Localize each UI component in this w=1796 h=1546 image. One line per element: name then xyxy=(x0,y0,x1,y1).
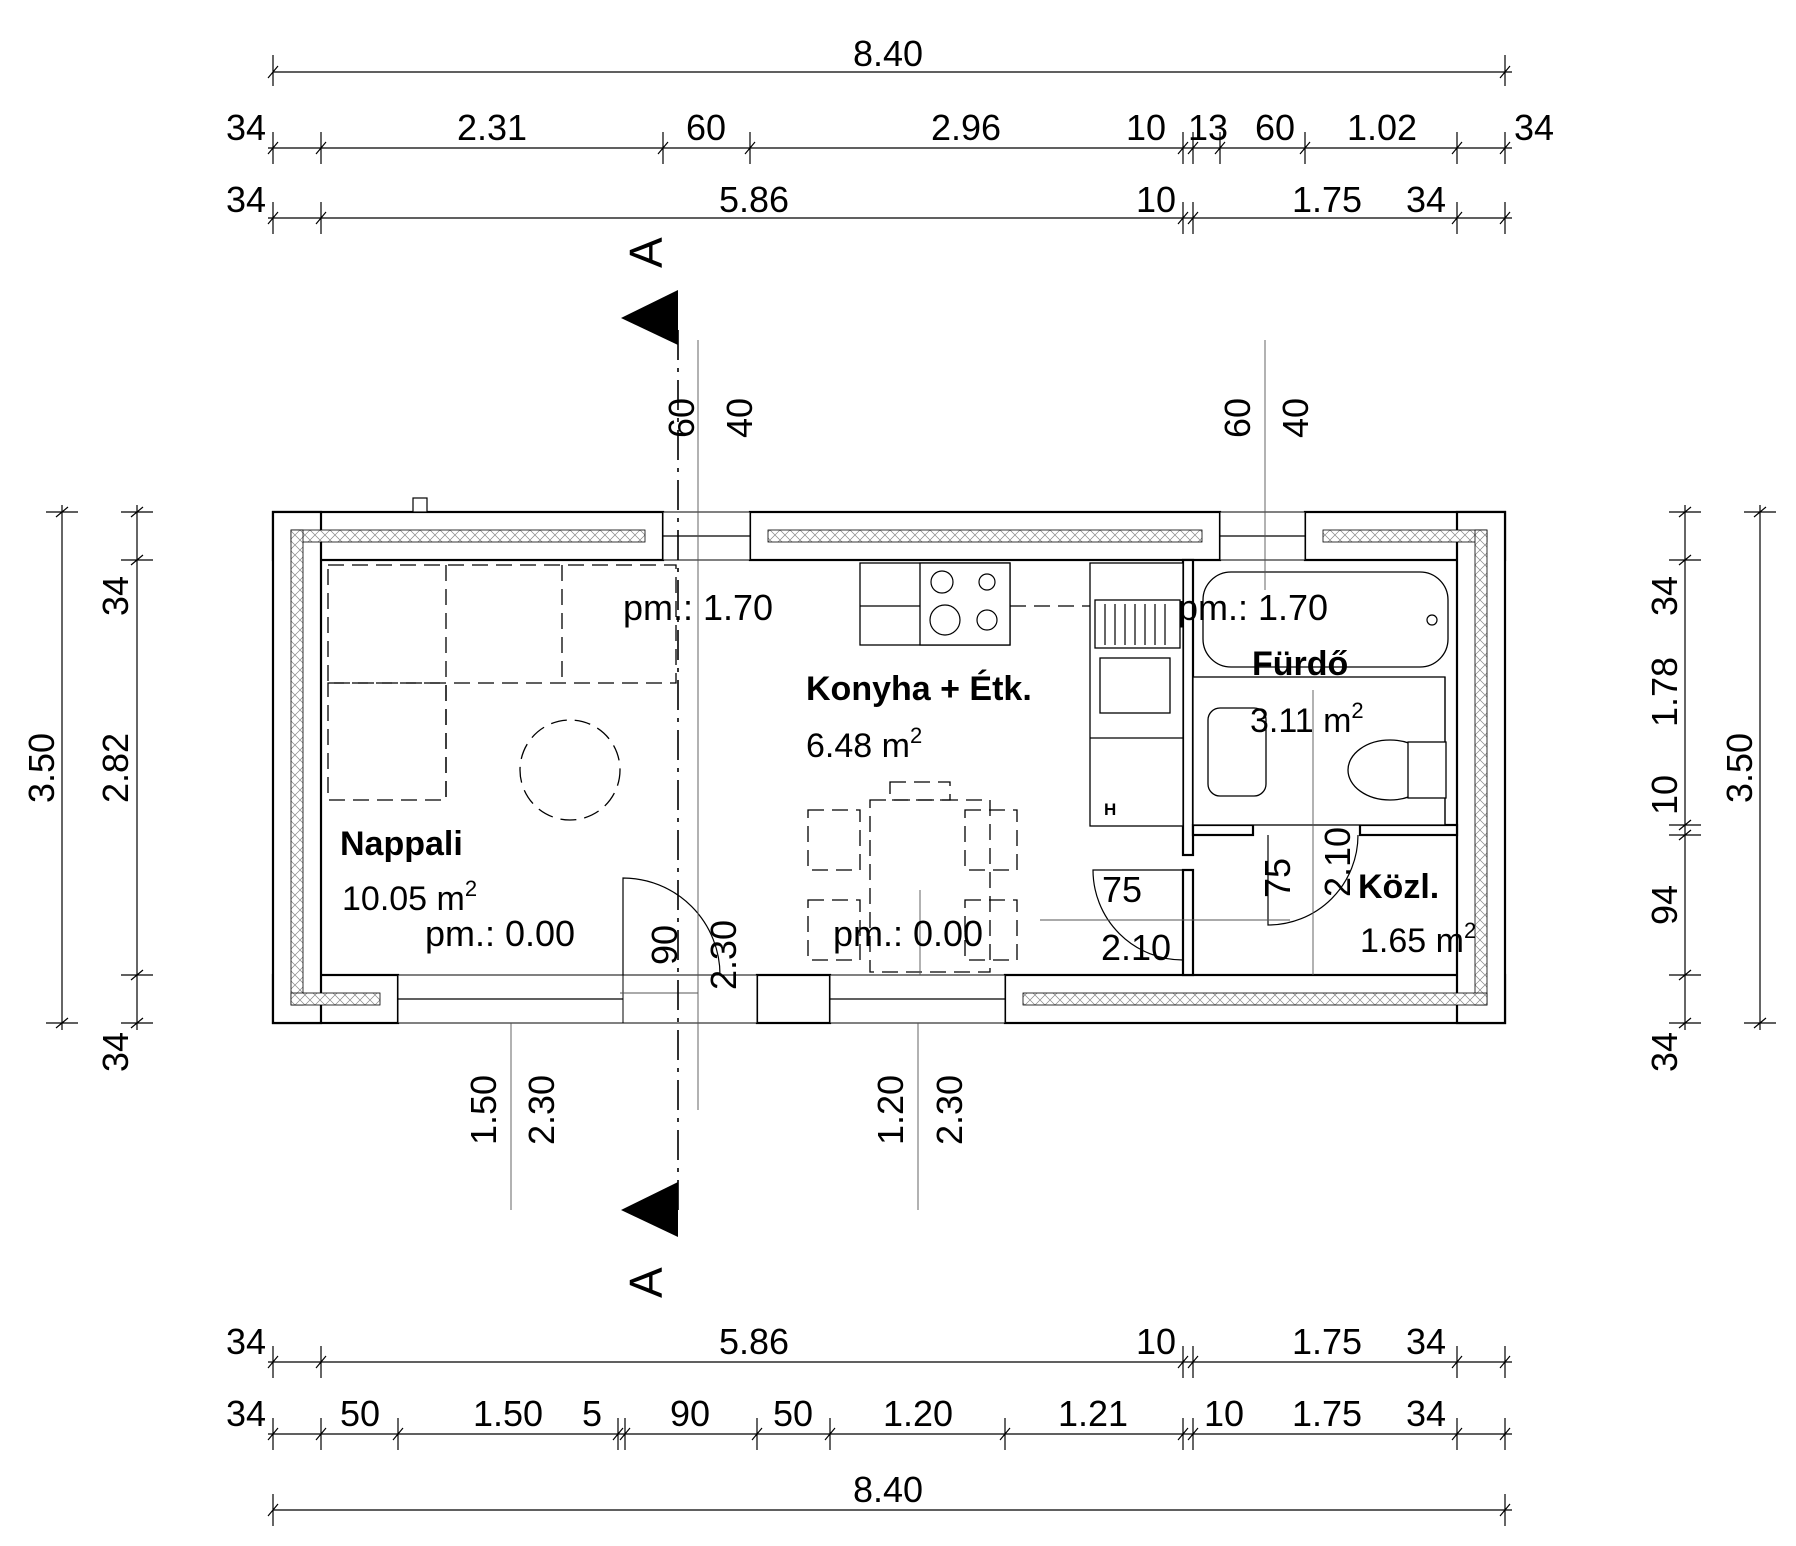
section-line-a: A A xyxy=(620,237,679,1298)
dim-bot-r1-3: 1.75 xyxy=(1292,1321,1362,1362)
dim-bot-r1-2: 10 xyxy=(1136,1321,1176,1362)
dim-right-inner-3: 94 xyxy=(1644,885,1685,925)
entry-door-height: 2.30 xyxy=(703,920,744,990)
dim-top-r1-3: 2.96 xyxy=(931,107,1001,148)
dim-top-r1-6: 60 xyxy=(1255,107,1295,148)
dim-top-r1-4: 10 xyxy=(1126,107,1166,148)
dim-left-inner-1: 2.82 xyxy=(95,733,136,803)
section-marker-top: A xyxy=(620,237,672,268)
room-kozl: Közl. 1.65 m2 xyxy=(1358,868,1476,960)
dim-left-inner-0: 34 xyxy=(95,576,136,616)
section-marker-bottom: A xyxy=(620,1267,672,1298)
room-area-kozl: 1.65 m2 xyxy=(1360,918,1476,960)
dim-top-r1-1: 2.31 xyxy=(457,107,527,148)
dim-right-inner-1: 1.78 xyxy=(1644,657,1685,727)
dim-right-inner-2: 10 xyxy=(1644,775,1685,815)
room-area-furdo: 3.11 m2 xyxy=(1250,698,1364,740)
room-name-konyha: Konyha + Étk. xyxy=(806,670,1032,708)
dimension-text-bottom: 34 5.86 10 1.75 34 34 50 1.50 5 90 50 1.… xyxy=(226,1321,1446,1510)
window-top-left-width: 60 xyxy=(661,398,702,438)
room-konyha: Konyha + Étk. 6.48 m2 pm.: 0.00 pm.: 1.7… xyxy=(623,587,1032,954)
dim-top-r2-4: 34 xyxy=(1406,179,1446,220)
dim-top-r2-2: 10 xyxy=(1136,179,1176,220)
dim-top-r2-0: 34 xyxy=(226,179,266,220)
dim-bot-r2-6: 1.20 xyxy=(883,1393,953,1434)
door-swings xyxy=(622,690,1359,976)
room-level-furdo: pm.: 1.70 xyxy=(1178,587,1328,628)
dim-bot-r2-10: 34 xyxy=(1406,1393,1446,1434)
dim-top-r2-1: 5.86 xyxy=(719,179,789,220)
room-level-nappali: pm.: 0.00 xyxy=(425,913,575,954)
room-nappali: Nappali 10.05 m2 pm.: 0.00 xyxy=(340,825,575,954)
dim-top-r1-2: 60 xyxy=(686,107,726,148)
window-bottom-left-width: 1.50 xyxy=(463,1075,504,1145)
dim-bot-r2-0: 34 xyxy=(226,1393,266,1434)
room-area-nappali: 10.05 m2 xyxy=(342,876,477,918)
bath-door-height: 2.10 xyxy=(1317,827,1358,897)
dimension-text-sides: 3.50 34 2.82 34 34 1.78 10 94 34 3.50 xyxy=(21,576,1760,1072)
bathroom-fixtures xyxy=(1192,571,1449,826)
dim-right-overall: 3.50 xyxy=(1719,733,1760,803)
room-level-konyha: pm.: 0.00 xyxy=(833,913,983,954)
dim-top-r1-5: 13 xyxy=(1188,107,1228,148)
dim-bot-r2-1: 50 xyxy=(340,1393,380,1434)
window-bottom-right-width: 1.20 xyxy=(870,1075,911,1145)
dim-bot-r2-9: 1.75 xyxy=(1292,1393,1362,1434)
dim-left-inner-2: 34 xyxy=(95,1032,136,1072)
room-name-kozl: Közl. xyxy=(1358,868,1439,906)
room-name-furdo: Fürdő xyxy=(1252,645,1348,683)
dim-bot-r2-3: 5 xyxy=(582,1393,602,1434)
window-bottom-left-height: 2.30 xyxy=(521,1075,562,1145)
dim-right-inner-0: 34 xyxy=(1644,576,1685,616)
room-area-konyha: 6.48 m2 xyxy=(806,723,922,765)
room-name-nappali: Nappali xyxy=(340,825,463,863)
entry-door-width: 90 xyxy=(644,925,685,965)
dim-bot-r1-0: 34 xyxy=(226,1321,266,1362)
kitchen-door-height: 2.10 xyxy=(1101,927,1171,968)
dim-bottom-overall: 8.40 xyxy=(853,1469,923,1510)
window-top-left-height: 40 xyxy=(719,398,760,438)
dim-top-r2-3: 1.75 xyxy=(1292,179,1362,220)
dim-top-r1-7: 1.02 xyxy=(1347,107,1417,148)
dim-bot-r1-1: 5.86 xyxy=(719,1321,789,1362)
dim-top-r1-8: 34 xyxy=(1514,107,1554,148)
dim-bot-r2-2: 1.50 xyxy=(473,1393,543,1434)
kitchen-door-width: 75 xyxy=(1102,869,1142,910)
dining-set xyxy=(807,781,1018,975)
living-furniture xyxy=(327,564,677,821)
dim-bot-r2-7: 1.21 xyxy=(1058,1393,1128,1434)
dim-bot-r1-4: 34 xyxy=(1406,1321,1446,1362)
dim-top-r1-0: 34 xyxy=(226,107,266,148)
window-top-right-width: 60 xyxy=(1217,398,1258,438)
exterior-walls xyxy=(271,497,1507,1025)
room-furdo: pm.: 1.70 Fürdő 3.11 m2 xyxy=(1178,587,1364,740)
dim-bot-r2-4: 90 xyxy=(670,1393,710,1434)
dim-right-inner-4: 34 xyxy=(1644,1032,1685,1072)
opening-guides xyxy=(510,340,1266,1210)
dim-left-overall: 3.50 xyxy=(21,733,62,803)
bath-door-width: 75 xyxy=(1257,858,1298,898)
dimension-text-top: 8.40 34 2.31 60 2.96 10 13 60 1.02 34 34… xyxy=(226,33,1554,220)
dimension-ticks xyxy=(46,55,1776,1526)
opening-labels: 60 40 60 40 1.50 2.30 1.20 2.30 90 2.30 … xyxy=(463,398,1358,1145)
dim-bot-r2-8: 10 xyxy=(1204,1393,1244,1434)
dim-bot-r2-5: 50 xyxy=(773,1393,813,1434)
window-bottom-right-height: 2.30 xyxy=(929,1075,970,1145)
window-top-right-height: 40 xyxy=(1275,398,1316,438)
kitchen-sill-level: pm.: 1.70 xyxy=(623,587,773,628)
appliance-label: H xyxy=(1104,800,1116,819)
kitchen-counter: H xyxy=(859,562,1184,827)
dim-top-overall: 8.40 xyxy=(853,33,923,74)
